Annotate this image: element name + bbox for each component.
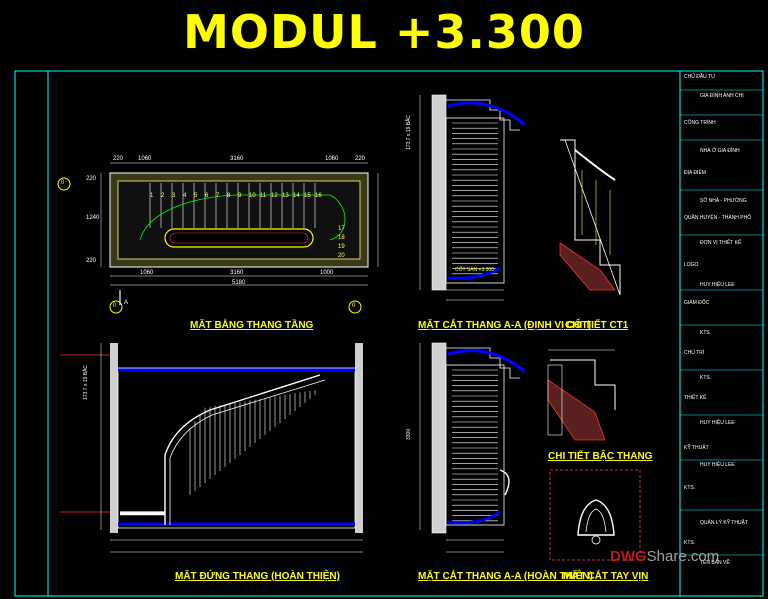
plan-step-number: 10 — [249, 193, 256, 199]
plan-dim-bottom: 1000 — [320, 270, 334, 276]
grid-marker-left — [57, 177, 71, 191]
plan-dim-bottom: 1060 — [140, 270, 154, 276]
title-block-row: HUY HIỆU LEE — [700, 462, 735, 468]
plan-step-number: 2 — [161, 193, 165, 199]
caption-detail-ct1: CHI TIẾT CT1 — [565, 320, 629, 331]
plan-dim-bottom: 3160 — [230, 270, 244, 276]
grid-marker-bottom-right — [348, 300, 362, 314]
grid-marker-label: 0 — [352, 303, 356, 309]
caption-plan: MẶT BẰNG THANG TẦNG — [190, 320, 314, 331]
plan-step-number: 5 — [194, 193, 198, 199]
title-block-row: CÔNG TRÌNH — [684, 120, 716, 126]
plan-step-number: 14 — [293, 193, 300, 199]
title-block-row: QUẢN LÝ KỸ THUẬT — [700, 520, 748, 526]
plan-step-number: 19 — [338, 244, 345, 250]
plan-step-number: 4 — [183, 193, 187, 199]
plan-step-number: 1 — [150, 193, 154, 199]
caption-section-aa-top: MẶT CẮT THANG A-A (ĐỊNH VỊ CỐT) — [418, 320, 592, 331]
plan-dim-left: 1240 — [86, 215, 100, 221]
title-block-row: KỸ THUẬT — [684, 445, 709, 451]
title-block-row: CHỦ TRÌ — [684, 350, 705, 356]
title-block-row: KTS. — [684, 540, 696, 546]
riser-label-elevation: 173.7 x 19 BẬC — [83, 364, 89, 400]
riser-label-top: 173.7 x 19 BẬC — [406, 114, 412, 150]
grid-marker-label: 0 — [61, 180, 65, 186]
plan-dim-total: 5180 — [232, 280, 246, 286]
plan-dim-top: 220 — [355, 156, 366, 162]
title-block-row: GIÁM ĐỐC — [684, 300, 710, 306]
caption-section-aa-bottom: MẶT CẮT THANG A-A (HOÀN THIỆN) — [418, 571, 593, 582]
section-aa-bottom — [419, 342, 526, 553]
title-block-row: SỐ NHÀ - PHƯỜNG — [700, 198, 747, 204]
plan-dim-left: 220 — [86, 176, 97, 182]
plan-step-number: 6 — [205, 193, 209, 199]
stair-well — [164, 228, 314, 248]
title-block-row: KTS. — [700, 330, 712, 336]
caption-detail-step: CHI TIẾT BẬC THANG — [548, 451, 653, 462]
grid-marker-label: 0 — [113, 303, 117, 309]
total-height-label: 3300 — [406, 428, 412, 440]
caption-handrail-section: MẶT CẮT TAY VỊN — [563, 571, 649, 582]
plan-dim-left: 220 — [86, 258, 97, 264]
plan-dim-top: 220 — [113, 156, 124, 162]
plan-dim-top: 1060 — [138, 156, 152, 162]
stair-plan — [57, 162, 379, 314]
plan-step-number: 17 — [338, 226, 345, 232]
plan-step-number: 18 — [338, 235, 345, 241]
title-block-row: KTS. — [700, 375, 712, 381]
detail-ct1 — [559, 139, 621, 296]
plan-step-number: 13 — [282, 193, 289, 199]
plan-step-number: 3 — [172, 193, 176, 199]
plan-step-number: 11 — [260, 193, 267, 199]
grid-marker-bottom-left — [109, 300, 123, 314]
sheet-title: MODUL +3.300 — [183, 5, 585, 59]
plan-step-number: 15 — [304, 193, 311, 199]
plan-dim-top: 3160 — [230, 156, 244, 162]
title-block-row: HUY HIỆU LEE — [700, 282, 735, 288]
title-block-row: LOGO — [684, 262, 699, 268]
title-block-row: TÊN BẢN VẼ — [700, 560, 730, 566]
title-block-row: GIA ĐÌNH ANH CHỊ — [700, 93, 744, 99]
detail-step — [547, 349, 616, 441]
plan-dim-top: 1060 — [325, 156, 339, 162]
title-block-row: CHỦ ĐẦU TƯ — [684, 74, 716, 80]
detail-handrail — [549, 469, 641, 561]
title-block-row: THIẾT KẾ — [684, 395, 707, 401]
title-block-row: ĐƠN VỊ THIẾT KẾ — [700, 240, 742, 246]
caption-elevation: MẶT ĐỨNG THANG (HOÀN THIỆN) — [175, 571, 340, 582]
plan-step-number: 12 — [271, 193, 278, 199]
plan-step-number: 9 — [238, 193, 242, 199]
watermark-brand-a: DWG — [610, 548, 647, 565]
plan-step-number: 7 — [216, 193, 220, 199]
section-mark-label: A — [124, 300, 129, 306]
title-block-row: HUY HIỆU LEE — [700, 420, 735, 426]
plan-step-number: 8 — [227, 193, 231, 199]
watermark-brand-b: Share.com — [646, 548, 720, 565]
plan-step-number: 20 — [338, 253, 345, 259]
sheet-frame — [14, 70, 764, 597]
title-block-row: KTS. — [684, 485, 696, 491]
title-block-row: NHÀ Ở GIA ĐÌNH — [700, 148, 740, 154]
title-block-row: QUẬN HUYỆN - THÀNH PHỐ — [684, 215, 752, 221]
stair-elevation — [60, 343, 363, 553]
floor-note: CỐT SÀN +3.300 — [455, 267, 494, 273]
section-aa-top — [419, 94, 526, 301]
title-block-row: ĐỊA ĐIỂM — [684, 170, 706, 176]
plan-step-number: 16 — [315, 193, 322, 199]
watermark: DWGShare.com — [610, 548, 719, 565]
